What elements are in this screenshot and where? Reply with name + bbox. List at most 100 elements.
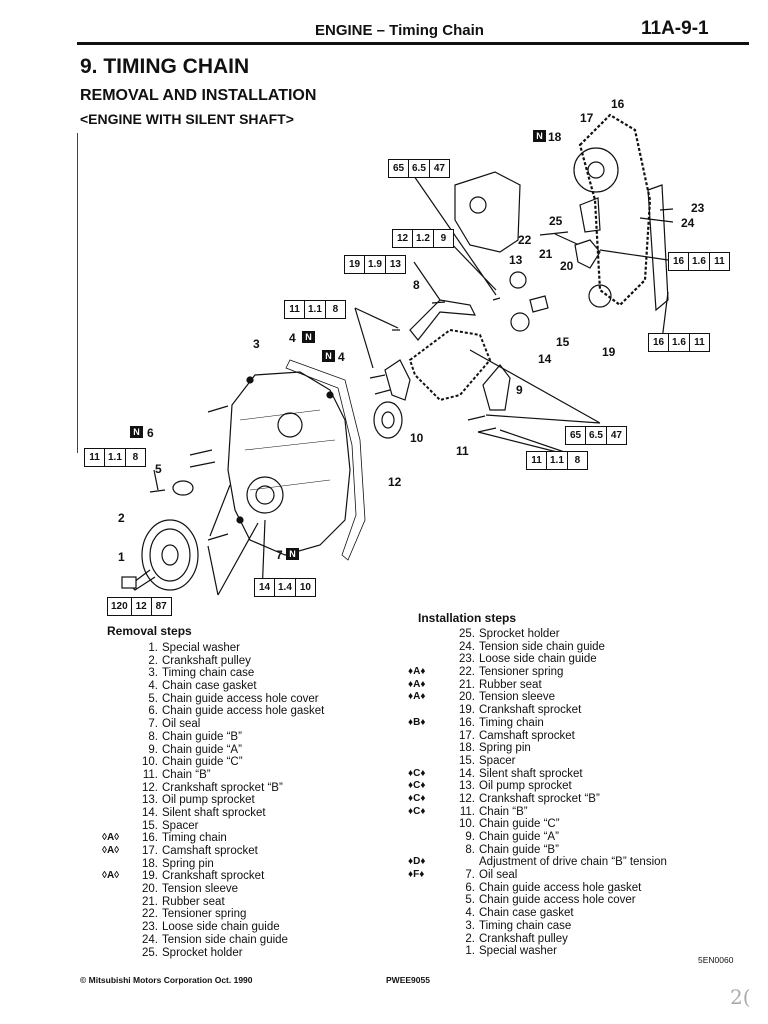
callout-22: 22: [518, 233, 532, 247]
step-number: 17.: [459, 729, 475, 742]
step-marker: ◊A◊: [102, 845, 120, 856]
step-number: 7.: [148, 718, 158, 731]
step-text: Crankshaft pulley: [162, 654, 251, 667]
step-text: Crankshaft sprocket “B”: [479, 792, 600, 805]
step-marker: ♦A♦: [408, 678, 426, 690]
step-number: 19.: [459, 704, 475, 717]
step-text: Chain guide “C”: [479, 818, 560, 831]
step-item: 2. Crankshaft pulley: [132, 655, 324, 668]
timing-chain: [578, 113, 652, 307]
step-number: 18.: [142, 857, 158, 870]
step-text: Chain guide “A”: [162, 743, 242, 756]
step-number: 10.: [142, 756, 158, 769]
step-text: Spring pin: [479, 742, 531, 755]
step-text: Tension sleeve: [479, 691, 556, 704]
step-number: 5.: [148, 692, 158, 705]
step-number: 22.: [459, 666, 475, 679]
step-text: Crankshaft pulley: [479, 932, 568, 945]
step-text: Loose side chain guide: [479, 653, 597, 666]
cylinder-head: [454, 171, 521, 253]
step-item: ♦C♦14.Silent shaft sprocket: [408, 767, 667, 781]
step-item: 20.Tension sleeve: [132, 883, 324, 896]
step-item: 9.Chain guide “A”: [449, 831, 667, 844]
timing-chain-case: [227, 371, 351, 556]
step-number: 23.: [142, 921, 158, 934]
step-marker: ♦A♦: [408, 666, 426, 678]
step-marker: ♦A♦: [408, 691, 426, 703]
step-item: 23.Loose side chain guide: [449, 653, 667, 666]
step-text: Chain guide access hole gasket: [479, 881, 642, 894]
step-text: Chain guide access hole gasket: [162, 705, 325, 718]
step-number: 3.: [465, 919, 475, 932]
step-text: Silent shaft sprocket: [479, 767, 583, 780]
step-number: 21.: [142, 895, 158, 908]
step-text: Chain guide “A”: [479, 831, 559, 843]
step-item: ♦D♦Adjustment of drive chain “B” tension: [408, 856, 667, 869]
removal-steps-heading: Removal steps: [107, 624, 192, 638]
step-item: 19. Crankshaft sprocket: [449, 704, 667, 717]
chain-case-gasket: [285, 359, 366, 561]
step-text: Oil pump sprocket: [479, 780, 572, 793]
step-text: Spacer: [162, 819, 199, 832]
chain-b: [408, 328, 492, 402]
step-number: 14.: [459, 767, 475, 780]
callout-12: 12: [388, 475, 402, 489]
step-text: Chain guide “C”: [162, 756, 243, 769]
step-text: Special washer: [162, 642, 240, 654]
step-text: Chain “B”: [162, 768, 211, 781]
step-number: 2.: [465, 932, 475, 945]
callout-7: 7: [276, 548, 283, 562]
step-marker: ◊A◊: [102, 870, 120, 882]
step-text: Chain guide access hole cover: [162, 692, 319, 705]
step-number: 24.: [142, 933, 158, 946]
callout-3: 3: [253, 337, 260, 351]
new-part-badge: N: [322, 350, 335, 362]
step-item: 5. Chain guide access hole cover: [132, 693, 324, 706]
step-text: Crankshaft sprocket: [162, 870, 265, 883]
section-subtitle: REMOVAL AND INSTALLATION: [80, 87, 317, 104]
step-text: Crankshaft sprocket “B”: [162, 781, 283, 794]
step-item: ◊A◊16.Timing chain: [102, 832, 324, 845]
step-number: 2.: [148, 654, 158, 667]
step-number: 6.: [148, 705, 158, 718]
step-number: 4.: [465, 907, 475, 920]
step-marker: ◊A◊: [102, 832, 120, 844]
header-title: ENGINE – Timing Chain: [315, 22, 484, 39]
step-item: 3. Timing chain case: [449, 920, 667, 933]
step-item: ♦A♦20.Tension sleeve: [408, 691, 667, 704]
step-number: 16.: [142, 832, 158, 845]
step-item: 2. Crankshaft pulley: [449, 933, 667, 946]
step-item: 23.Loose side chain guide: [132, 921, 324, 934]
callout-10: 10: [410, 431, 424, 445]
step-text: Spring pin: [162, 857, 214, 870]
callout-4b: 4: [338, 350, 345, 364]
callout-2: 2: [118, 511, 125, 525]
step-item: 15. Spacer: [132, 820, 324, 833]
step-number: 24.: [459, 640, 475, 653]
step-text: Rubber seat: [479, 678, 542, 691]
step-marker: ♦B♦: [408, 716, 426, 728]
step-text: Timing chain case: [162, 667, 255, 680]
callout-6: 6: [147, 426, 154, 440]
step-text: Spacer: [479, 754, 516, 767]
step-number: 15.: [142, 819, 158, 832]
page-number: 11A-9-1: [641, 18, 709, 39]
step-number: 25.: [142, 946, 158, 959]
step-marker: ♦F♦: [408, 869, 425, 881]
header-rule: [77, 42, 749, 45]
step-item: 15.Spacer: [449, 755, 667, 768]
step-number: 13.: [459, 780, 475, 793]
step-item: 25.Sprocket holder: [449, 628, 667, 641]
step-text: Timing chain case: [479, 919, 572, 932]
callout-25: 25: [549, 214, 563, 228]
figure-code: 5EN0060: [698, 955, 734, 965]
step-text: Crankshaft sprocket: [479, 704, 582, 717]
step-text: Tension side chain guide: [162, 933, 288, 946]
step-item: 13.Oil pump sprocket: [132, 794, 324, 807]
step-item: 3.Timing chain case: [132, 667, 324, 680]
step-item: ♦F♦7.Oil seal: [408, 869, 667, 882]
